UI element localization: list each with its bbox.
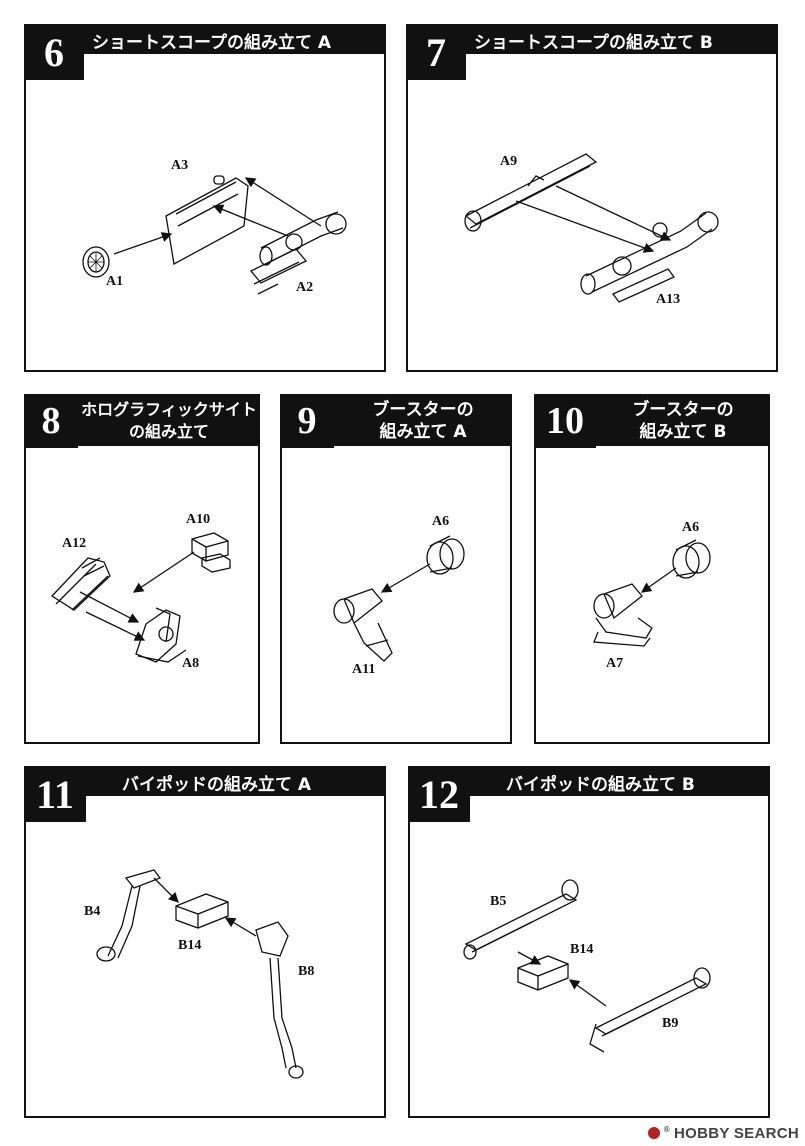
part-label-a8: A8 bbox=[182, 656, 200, 671]
part-label-a1: A1 bbox=[106, 274, 124, 289]
part-label-a3: A3 bbox=[171, 158, 189, 173]
hobby-search-watermark: ®HOBBY SEARCH bbox=[647, 1125, 799, 1142]
part-label-a7: A7 bbox=[606, 656, 624, 671]
step-12-number: 12 bbox=[408, 766, 470, 822]
part-label-b5: B5 bbox=[490, 894, 507, 909]
step-6-number: 6 bbox=[24, 24, 84, 80]
part-label-a9: A9 bbox=[500, 154, 518, 169]
step-10-number: 10 bbox=[534, 394, 596, 448]
part-label-a11: A11 bbox=[352, 662, 376, 677]
part-label-a2: A2 bbox=[296, 280, 314, 295]
step-9-title-line2: 組み立て A bbox=[379, 422, 467, 442]
step-9-number: 9 bbox=[280, 394, 334, 448]
part-label-b8: B8 bbox=[298, 964, 315, 979]
part-label-b4: B4 bbox=[84, 904, 101, 919]
step-11-illustration bbox=[96, 869, 304, 1079]
step-11-title: バイポッドの組み立て A bbox=[122, 775, 312, 795]
part-label-b14-b: B14 bbox=[570, 942, 594, 957]
step-12-title: バイポッドの組み立て B bbox=[506, 775, 695, 795]
step-7-number: 7 bbox=[406, 24, 466, 80]
part-label-a12: A12 bbox=[62, 536, 87, 551]
step-8-title-line1: ホログラフィックサイト bbox=[81, 400, 257, 419]
step-12-panel: 12 バイポッドの組み立て B B5 B14 B9 bbox=[408, 766, 770, 1118]
part-label-b9: B9 bbox=[662, 1016, 679, 1031]
step-10-title-line1: ブースターの bbox=[632, 400, 734, 420]
step-6-title: ショートスコープの組み立て A bbox=[92, 33, 332, 53]
step-9-illustration bbox=[333, 535, 465, 662]
step-7-illustration bbox=[464, 153, 719, 303]
step-9-panel: 9 ブースターの 組み立て A A6 A11 bbox=[280, 394, 512, 744]
step-10-panel: 10 ブースターの 組み立て B A6 A7 bbox=[534, 394, 770, 744]
part-label-b14: B14 bbox=[178, 938, 202, 953]
step-7-title: ショートスコープの組み立て B bbox=[474, 33, 713, 53]
step-7-header bbox=[406, 24, 778, 54]
step-9-title: ブースターの 組み立て A bbox=[336, 399, 510, 443]
step-11-panel: 11 バイポッドの組み立て A B4 B14 B8 bbox=[24, 766, 386, 1118]
watermark-text: HOBBY SEARCH bbox=[673, 1125, 799, 1142]
step-8-title: ホログラフィックサイト の組み立て bbox=[80, 399, 258, 443]
step-12-illustration bbox=[463, 879, 711, 1053]
step-6-header bbox=[24, 24, 386, 54]
part-label-a6: A6 bbox=[432, 514, 450, 529]
part-label-a13: A13 bbox=[656, 292, 681, 307]
step-10-title-line2: 組み立て B bbox=[639, 422, 727, 442]
step-10-title: ブースターの 組み立て B bbox=[598, 399, 768, 443]
step-8-title-line2: の組み立て bbox=[128, 422, 209, 441]
step-6-panel: 6 ショートスコープの組み立て A bbox=[24, 24, 386, 372]
step-11-number: 11 bbox=[24, 766, 86, 822]
step-9-title-line1: ブースターの bbox=[372, 400, 474, 420]
step-8-illustration bbox=[50, 532, 231, 663]
hobby-search-logo-icon bbox=[647, 1127, 660, 1139]
step-6-illustration bbox=[82, 175, 347, 295]
watermark-registered-mark: ® bbox=[663, 1125, 670, 1134]
step-8-number: 8 bbox=[24, 394, 78, 448]
part-label-a6-b: A6 bbox=[682, 520, 700, 535]
step-7-panel: 7 ショートスコープの組み立て B A9 A13 bbox=[406, 24, 778, 372]
part-label-a10: A10 bbox=[186, 512, 211, 527]
step-8-panel: 8 ホログラフィックサイト の組み立て bbox=[24, 394, 260, 744]
step-10-illustration bbox=[593, 539, 711, 647]
